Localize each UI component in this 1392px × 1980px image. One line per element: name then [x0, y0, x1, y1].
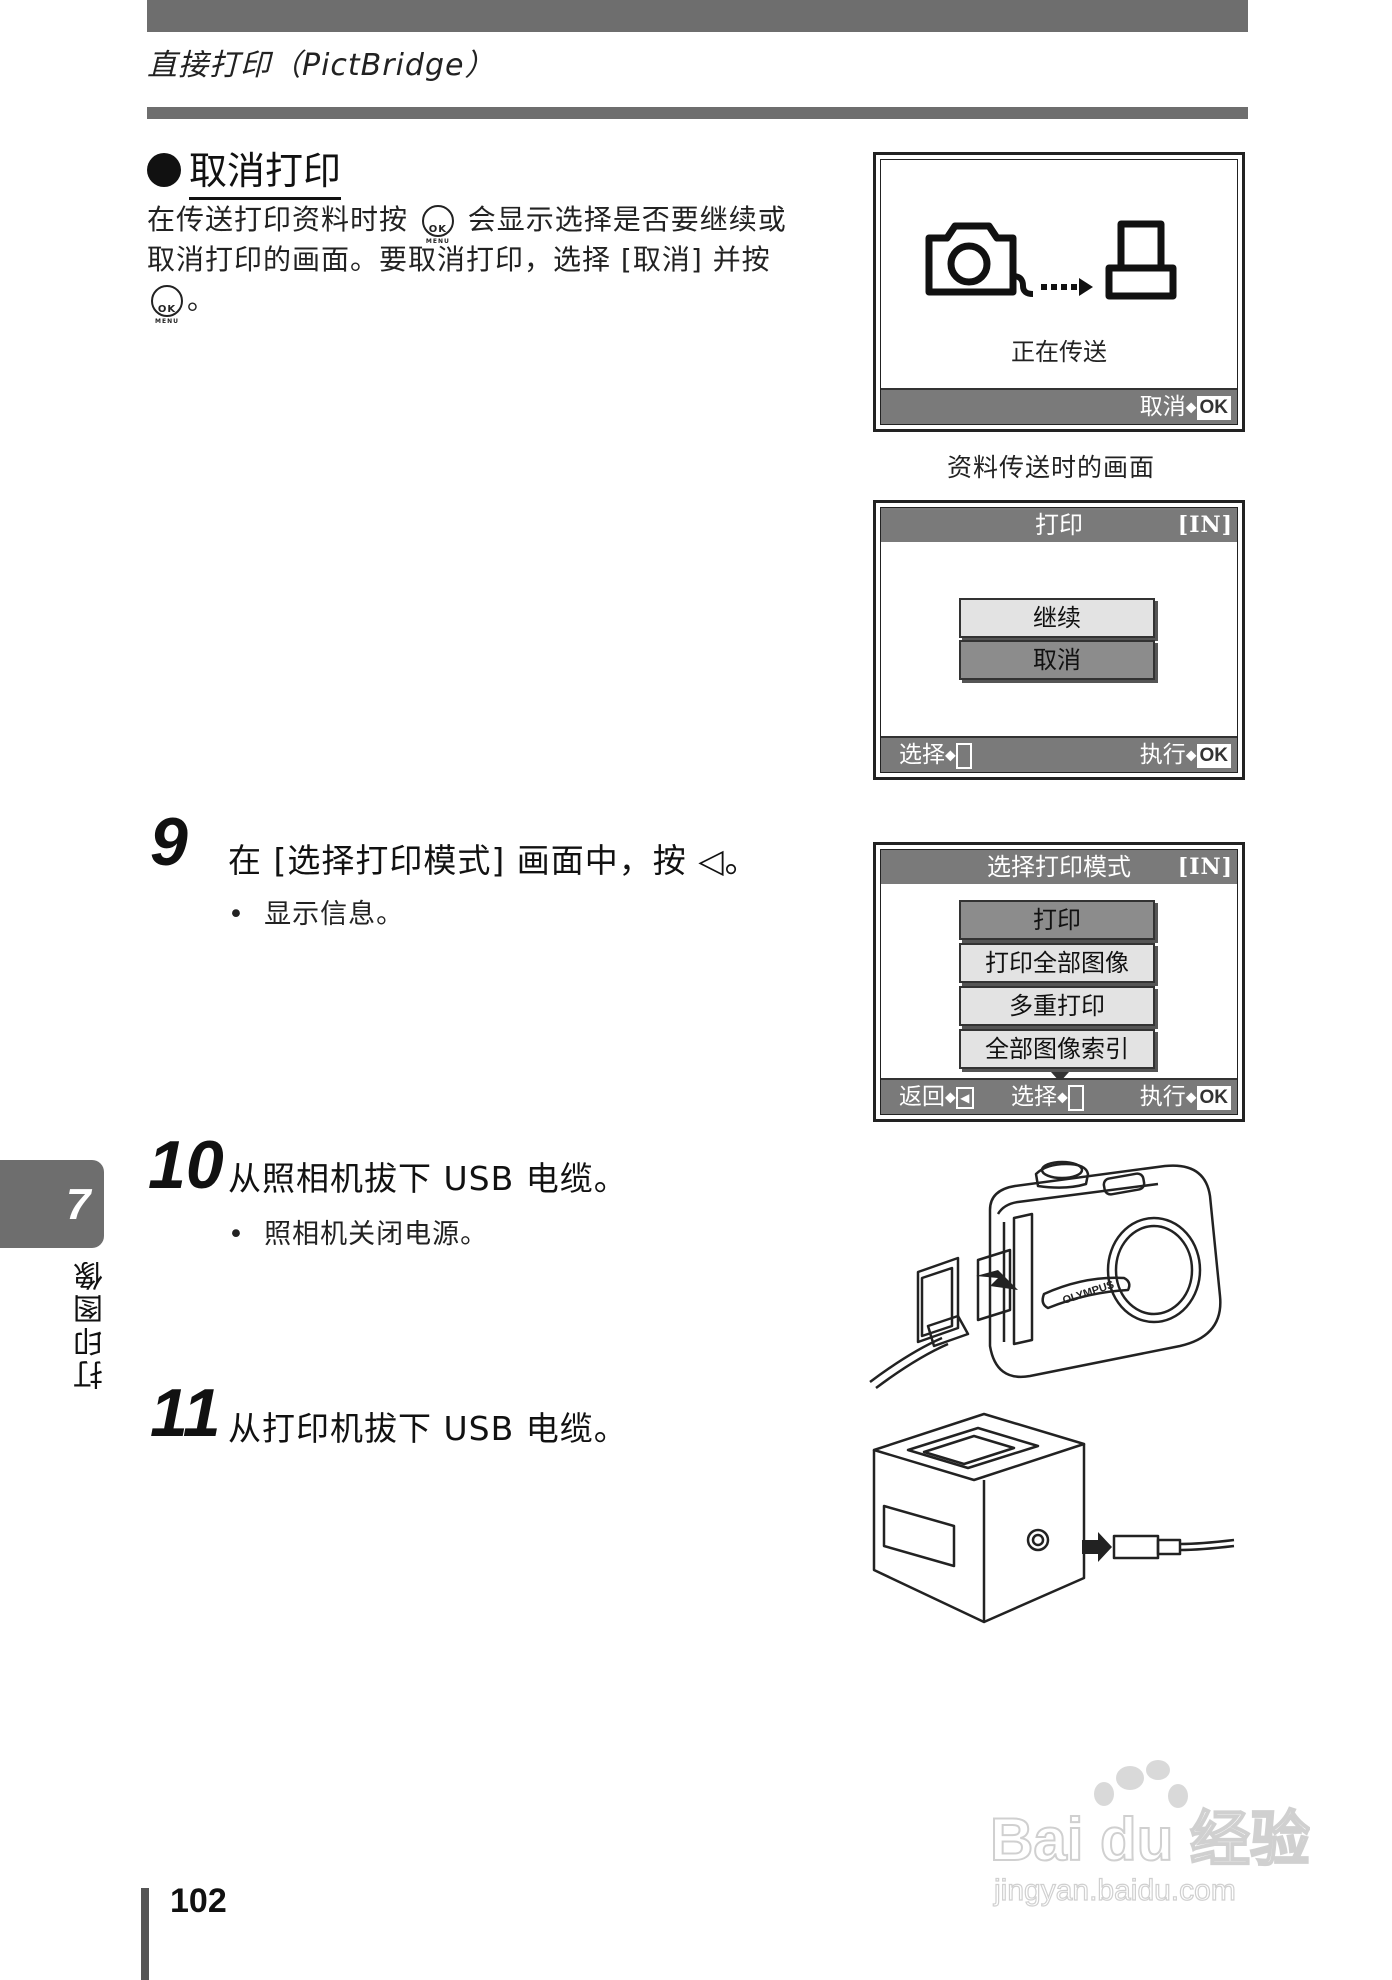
footer-execute: 执行◆OK	[1140, 1080, 1231, 1115]
screen-print-title: 打印	[1035, 511, 1083, 539]
menu-option-multi-print[interactable]: 多重打印	[959, 986, 1155, 1026]
up-down-icon	[955, 742, 972, 769]
baidu-watermark: Bai du 经验 jingyan.baidu.com	[980, 1760, 1311, 1914]
bullet-dot-icon	[147, 153, 181, 187]
footer-execute-label: 执行	[1139, 742, 1186, 768]
footer-back-label: 返回	[899, 1084, 945, 1110]
footer-execute: 执行◆OK	[1140, 738, 1231, 773]
screen-mode-footer: 返回◆◀ 选择◆ 执行◆OK	[881, 1078, 1237, 1114]
memory-tag: [IN]	[1177, 512, 1233, 538]
ok-button-icon: OK	[1196, 743, 1231, 768]
step-9-bullet: • 显示信息。	[228, 892, 404, 931]
step-9-bullet-text: 显示信息。	[264, 899, 405, 930]
arrow-icon: ◆	[1185, 399, 1197, 416]
chapter-number: 7	[66, 1180, 91, 1229]
menu-option-print-all[interactable]: 打印全部图像	[959, 943, 1155, 983]
step-11-text: 从打印机拔下 USB 电缆。	[228, 1409, 628, 1448]
step-9-text: 在 [选择打印模式] 画面中，按 ◁。	[228, 841, 759, 880]
screen-print-confirm: 打印 [IN] 继续 取消 选择◆ 执行◆OK	[873, 500, 1245, 780]
chapter-tab	[0, 1160, 104, 1248]
paragraph-part-3: 。	[187, 283, 217, 316]
arrow-icon: ◆	[1057, 1089, 1068, 1106]
watermark-url: jingyan.baidu.com	[993, 1874, 1236, 1907]
bullet-icon: •	[228, 1219, 265, 1250]
step-10-text: 从照相机拔下 USB 电缆。	[228, 1159, 628, 1198]
transfer-status: 正在传送	[1011, 338, 1107, 366]
menu-option-continue[interactable]: 继续	[959, 598, 1155, 638]
camera-brand-label: OLYMPUS	[1061, 1279, 1115, 1307]
baidu-paw-icon: Bai du 经验 jingyan.baidu.com	[989, 1760, 1311, 1908]
arrow-icon: ◆	[1185, 1089, 1197, 1106]
memory-tag: [IN]	[1177, 854, 1233, 880]
step-10-bullet: • 照相机关闭电源。	[228, 1212, 488, 1251]
paragraph-part-1: 在传送打印资料时按	[147, 203, 418, 236]
screen-caption: 资料传送时的画面	[947, 453, 1156, 482]
footer-select-label: 选择	[899, 742, 945, 768]
page-number-bar	[141, 1888, 149, 1980]
header-rule	[147, 107, 1248, 119]
paragraph-part-2: 会显示选择是否要继续或取消打印的画面。要取消打印，选择 [取消] 并按	[147, 203, 787, 276]
screen-mode-frame: 选择打印模式 [IN] 打印 打印全部图像 多重打印 全部图像索引 返回◆◀ 选…	[880, 849, 1238, 1115]
section-title: 取消打印	[147, 140, 342, 200]
ok-button-icon: OK	[1196, 1085, 1231, 1110]
screen-print-frame: 打印 [IN] 继续 取消 选择◆ 执行◆OK	[880, 507, 1238, 773]
screen-transfer-frame: 正在传送 取消◆OK	[880, 159, 1238, 425]
screen-print-footer: 选择◆ 执行◆OK	[881, 736, 1237, 772]
screen-transfer-footer: 取消◆OK	[881, 388, 1237, 424]
footer-execute-label: 执行	[1139, 1084, 1186, 1110]
footer-select: 选择◆	[899, 738, 972, 773]
menu-option-cancel[interactable]: 取消	[959, 640, 1155, 680]
scroll-down-icon	[1051, 1072, 1069, 1082]
camera-usb-illustration: OLYMPUS	[869, 1160, 1222, 1390]
chapter-label: 打印图像	[74, 1258, 109, 1390]
section-title-text: 取消打印	[189, 140, 342, 200]
step-11-number: 11	[150, 1375, 221, 1451]
screen-transfer: 正在传送 取消◆OK	[873, 152, 1245, 432]
footer-cancel-label: 取消	[1139, 394, 1186, 420]
step-10-bullet-text: 照相机关闭电源。	[264, 1219, 489, 1250]
footer-select: 选择◆	[1011, 1080, 1084, 1115]
step-9-number: 9	[150, 804, 188, 880]
menu-option-print[interactable]: 打印	[959, 900, 1155, 940]
page-number: 102	[170, 1882, 227, 1920]
up-down-icon	[1067, 1084, 1084, 1111]
arrow-icon: ◆	[945, 747, 956, 764]
ok-button-icon: OK	[1196, 395, 1231, 420]
page-header-title: 直接打印（PictBridge）	[147, 48, 496, 83]
step-10-number: 10	[148, 1127, 224, 1203]
camera-to-printer-icon	[925, 220, 1177, 300]
screen-print-header: 打印 [IN]	[881, 508, 1237, 542]
screen-mode-header: 选择打印模式 [IN]	[881, 850, 1237, 884]
printer-usb-illustration	[872, 1412, 1235, 1624]
watermark-logo: Bai du 经验	[990, 1806, 1310, 1873]
arrow-icon: ◆	[1185, 747, 1197, 764]
arrow-icon: ◆	[945, 1089, 956, 1106]
left-key-icon: ◀	[955, 1086, 974, 1109]
footer-select-label: 选择	[1011, 1084, 1057, 1110]
footer-back: 返回◆◀	[899, 1080, 974, 1115]
screen-mode-title: 选择打印模式	[987, 853, 1131, 881]
header-bar	[147, 0, 1248, 32]
screen-print-mode: 选择打印模式 [IN] 打印 打印全部图像 多重打印 全部图像索引 返回◆◀ 选…	[873, 842, 1245, 1122]
menu-option-index[interactable]: 全部图像索引	[959, 1029, 1155, 1069]
bullet-icon: •	[228, 899, 265, 930]
